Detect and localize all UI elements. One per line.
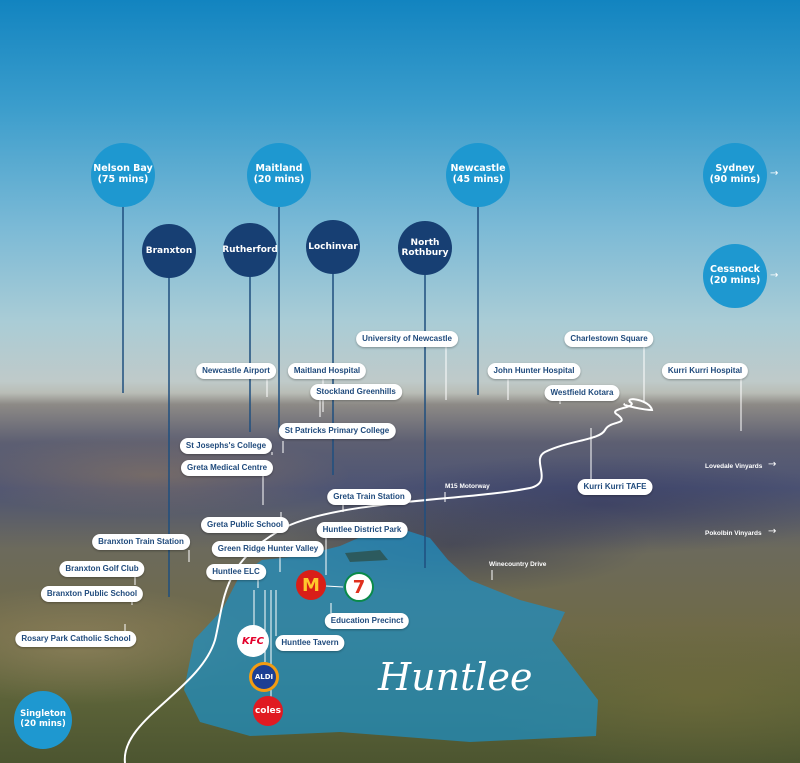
destination-time: (45 mins) [452, 174, 504, 185]
place-label: Greta Train Station [327, 489, 411, 505]
place-label: Huntlee ELC [206, 564, 266, 580]
place-label: Westfield Kotara [544, 385, 620, 401]
destination-name: Sydney [715, 163, 755, 175]
town-rutherford: Rutherford [222, 223, 278, 277]
park-cutout [345, 550, 388, 562]
destination-time: (20 mins) [253, 174, 305, 185]
place-label: Kurri Kurri Hospital [661, 363, 749, 379]
destination-time: (90 mins) [709, 174, 761, 185]
town-north-rothbury: North Rothbury [398, 221, 452, 275]
place-label: St Patricks Primary College [278, 423, 396, 439]
huntlee-estate-area [184, 530, 598, 742]
arrow-right-icon: → [768, 526, 777, 537]
destination-name: Nelson Bay [93, 163, 153, 175]
huntlee-logo: Huntlee [378, 655, 533, 699]
place-label: John Hunter Hospital [487, 363, 581, 379]
m15-motorway-route [123, 398, 654, 763]
town-lochinvar: Lochinvar [306, 220, 360, 274]
destination-maitland: Maitland(20 mins) [247, 143, 311, 207]
place-label: Greta Medical Centre [180, 460, 274, 476]
destination-name: Cessnock [710, 264, 760, 276]
destination-time: (75 mins) [97, 174, 149, 185]
destination-singleton: Singleton(20 mins) [14, 691, 72, 749]
place-label: Rosary Park Catholic School [15, 631, 137, 647]
vineyard-label-lovedale: Lovedale Vinyards [705, 463, 763, 470]
road-label-winecountry: Winecountry Drive [489, 561, 547, 568]
place-label: Charlestown Square [564, 331, 654, 347]
destination-nelson-bay: Nelson Bay(75 mins) [91, 143, 155, 207]
place-label: University of Newcastle [356, 331, 458, 347]
destination-cessnock: Cessnock(20 mins) [703, 244, 767, 308]
place-label: Branxton Train Station [92, 534, 190, 550]
destination-name: Singleton [20, 709, 66, 720]
place-label: Education Precinct [324, 613, 410, 629]
destination-newcastle: Newcastle(45 mins) [446, 143, 510, 207]
destination-name: Newcastle [450, 163, 506, 175]
destination-sydney: Sydney(90 mins) [703, 143, 767, 207]
arrow-right-icon: → [770, 270, 779, 281]
place-label: Branxton Golf Club [59, 561, 145, 577]
place-label: St Josephs's College [179, 438, 273, 454]
place-label: Green Ridge Hunter Valley [211, 541, 325, 557]
destination-name: Maitland [255, 163, 303, 175]
arrow-right-icon: → [770, 168, 779, 179]
place-label: Huntlee District Park [316, 522, 408, 538]
town-branxton: Branxton [142, 224, 196, 278]
seven-eleven-logo: 7 [344, 572, 374, 602]
arrow-right-icon: → [768, 459, 777, 470]
aldi-logo: ALDI [249, 662, 279, 692]
coles-logo: coles [253, 696, 283, 726]
road-label-m15: M15 Motorway [445, 483, 490, 490]
destination-time: (20 mins) [20, 719, 66, 729]
place-label: Kurri Kurri TAFE [577, 479, 653, 495]
place-label: Huntlee Tavern [275, 635, 345, 651]
mcdonalds-logo: M [296, 570, 326, 600]
place-label: Maitland Hospital [287, 363, 367, 379]
place-label: Newcastle Airport [196, 363, 276, 379]
vineyard-label-pokolbin: Pokolbin Vinyards [705, 530, 762, 537]
place-label: Greta Public School [200, 517, 290, 533]
destination-time: (20 mins) [709, 275, 761, 286]
place-label: Branxton Public School [40, 586, 144, 602]
place-label: Stockland Greenhills [310, 384, 402, 400]
kfc-logo: KFC [237, 625, 269, 657]
